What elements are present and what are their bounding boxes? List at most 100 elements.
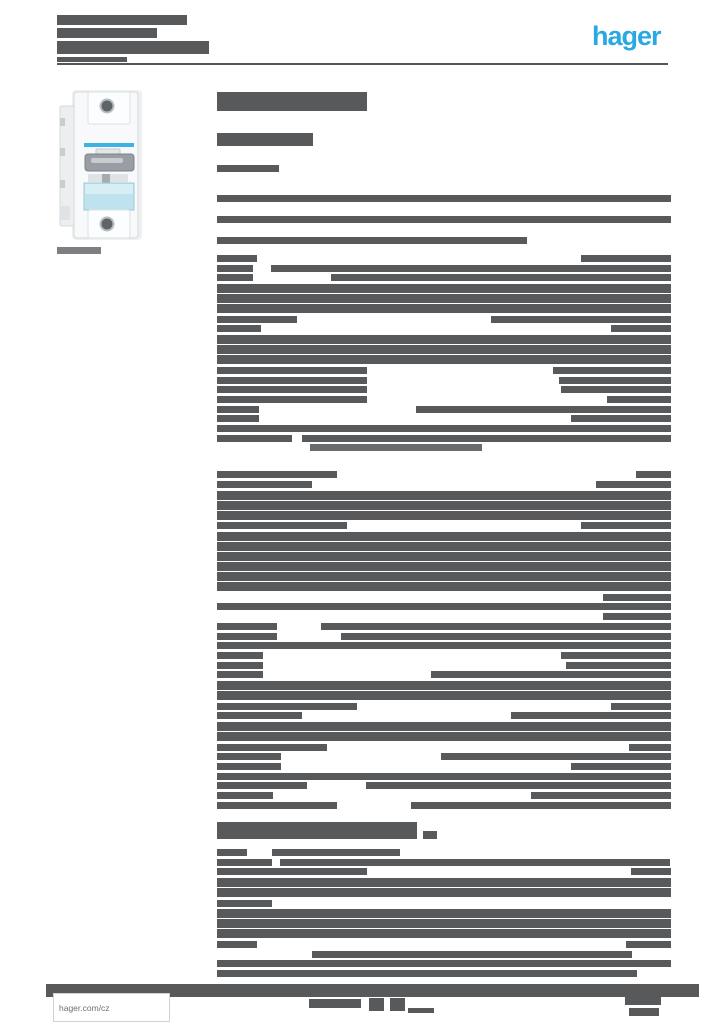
spec-row: [217, 471, 671, 479]
spec-row: [217, 444, 671, 452]
description-line-bar: [217, 189, 671, 207]
spec-row: [217, 940, 671, 948]
redacted-text-bar: [217, 532, 671, 542]
redacted-text-bar: [603, 613, 671, 621]
redacted-text-bar: [217, 315, 297, 323]
spec-row: [217, 274, 671, 282]
spec-row: [217, 909, 671, 919]
spec-row: [217, 792, 671, 800]
spec-row: [217, 434, 671, 442]
redacted-text-bar: [217, 582, 671, 592]
redacted-text-bar: [217, 216, 671, 223]
spec-row: [217, 782, 671, 790]
description-line-bar: [217, 210, 671, 228]
spec-row: [217, 887, 671, 897]
spec-row: [217, 315, 671, 323]
redacted-text-bar: [272, 848, 400, 856]
redacted-text-bar: [553, 366, 671, 374]
redacted-text-bar: [217, 165, 279, 172]
spec-row: [217, 284, 671, 294]
redacted-text-bar: [217, 929, 671, 939]
spec-row: [217, 424, 671, 432]
redacted-text-bar: [217, 702, 357, 710]
redacted-text-bar: [217, 510, 671, 520]
redacted-text-bar: [217, 434, 292, 442]
redacted-text-bar: [631, 868, 671, 876]
spec-row: [217, 522, 671, 530]
redacted-text-bar: [217, 722, 671, 731]
spec-row: [217, 376, 671, 384]
spec-row: [217, 542, 671, 552]
spec-row: [217, 500, 671, 510]
spec-row: [217, 355, 671, 365]
redacted-text-bar: [566, 661, 671, 669]
product-ref-bar: [217, 159, 671, 177]
spec-row: [217, 264, 671, 272]
spec-row: [217, 325, 671, 333]
redacted-text-bar: [217, 909, 671, 919]
redacted-text-bar: [571, 415, 671, 423]
redacted-text-bar: [217, 264, 253, 272]
redacted-text-bar: [217, 801, 337, 809]
header-rule: [57, 63, 668, 65]
redacted-text-bar: [217, 887, 671, 897]
spec-row: [217, 415, 671, 423]
spec-row: [217, 335, 671, 345]
redacted-text-bar: [217, 415, 259, 423]
redacted-text-bar: [217, 671, 263, 679]
redacted-text-bar: [217, 712, 302, 720]
spec-row: [217, 950, 671, 958]
redacted-text-bar: [603, 593, 671, 601]
redacted-text-bar: [217, 858, 272, 866]
spec-row: [217, 970, 671, 977]
spec-row: [217, 919, 671, 929]
redacted-text-bar: [341, 632, 671, 640]
redacted-text-bar: [611, 702, 671, 710]
spec-row: [217, 690, 671, 700]
redacted-text-bar: [331, 274, 671, 282]
redacted-text-bar: [217, 522, 347, 530]
redacted-text-bar: [217, 284, 671, 294]
redacted-text-bar: [408, 1008, 434, 1013]
redacted-text-bar: [217, 960, 671, 968]
redacted-text-bar: [217, 542, 671, 552]
spec-row: [217, 651, 671, 659]
redacted-text-bar: [411, 801, 671, 809]
spec-row: [217, 801, 671, 809]
spec-row: [217, 552, 671, 562]
redacted-text-bar: [217, 603, 671, 611]
spec-row: [217, 532, 671, 542]
spec-content-column: [217, 92, 671, 980]
product-title-bar: [217, 92, 671, 116]
spec-row: [217, 490, 671, 500]
redacted-text-bar: [217, 763, 281, 771]
spec-row: [217, 753, 671, 761]
spec-row: [217, 722, 671, 731]
spec-row: [217, 763, 671, 771]
footer-site-link[interactable]: hager.com/cz: [53, 993, 170, 1022]
redacted-text-bar: [57, 28, 157, 38]
footer-site-text: hager.com/cz: [59, 1002, 110, 1013]
redacted-text-bar: [561, 651, 671, 659]
spec-row: [217, 960, 671, 968]
redacted-text-bar: [369, 998, 384, 1011]
redacted-text-bar: [511, 712, 671, 720]
spec-row: [217, 562, 671, 572]
redacted-text-bar: [416, 405, 671, 413]
redacted-text-bar: [559, 376, 671, 384]
redacted-text-bar: [271, 264, 671, 272]
photo-caption-bar: [57, 247, 101, 254]
redacted-text-bar: [280, 858, 670, 866]
product-photo-mcb-icon: [59, 90, 142, 240]
spec-row: [217, 772, 671, 780]
redacted-text-bar: [217, 424, 671, 432]
spec-row: [217, 386, 671, 394]
redacted-text-bar: [217, 743, 327, 751]
spec-section-3-heading: [217, 821, 671, 839]
redacted-text-bar: [636, 471, 671, 479]
spec-row: [217, 702, 671, 710]
redacted-text-bar: [629, 743, 671, 751]
redacted-text-bar: [217, 940, 257, 948]
spec-row: [217, 712, 671, 720]
redacted-text-bar: [217, 792, 273, 800]
